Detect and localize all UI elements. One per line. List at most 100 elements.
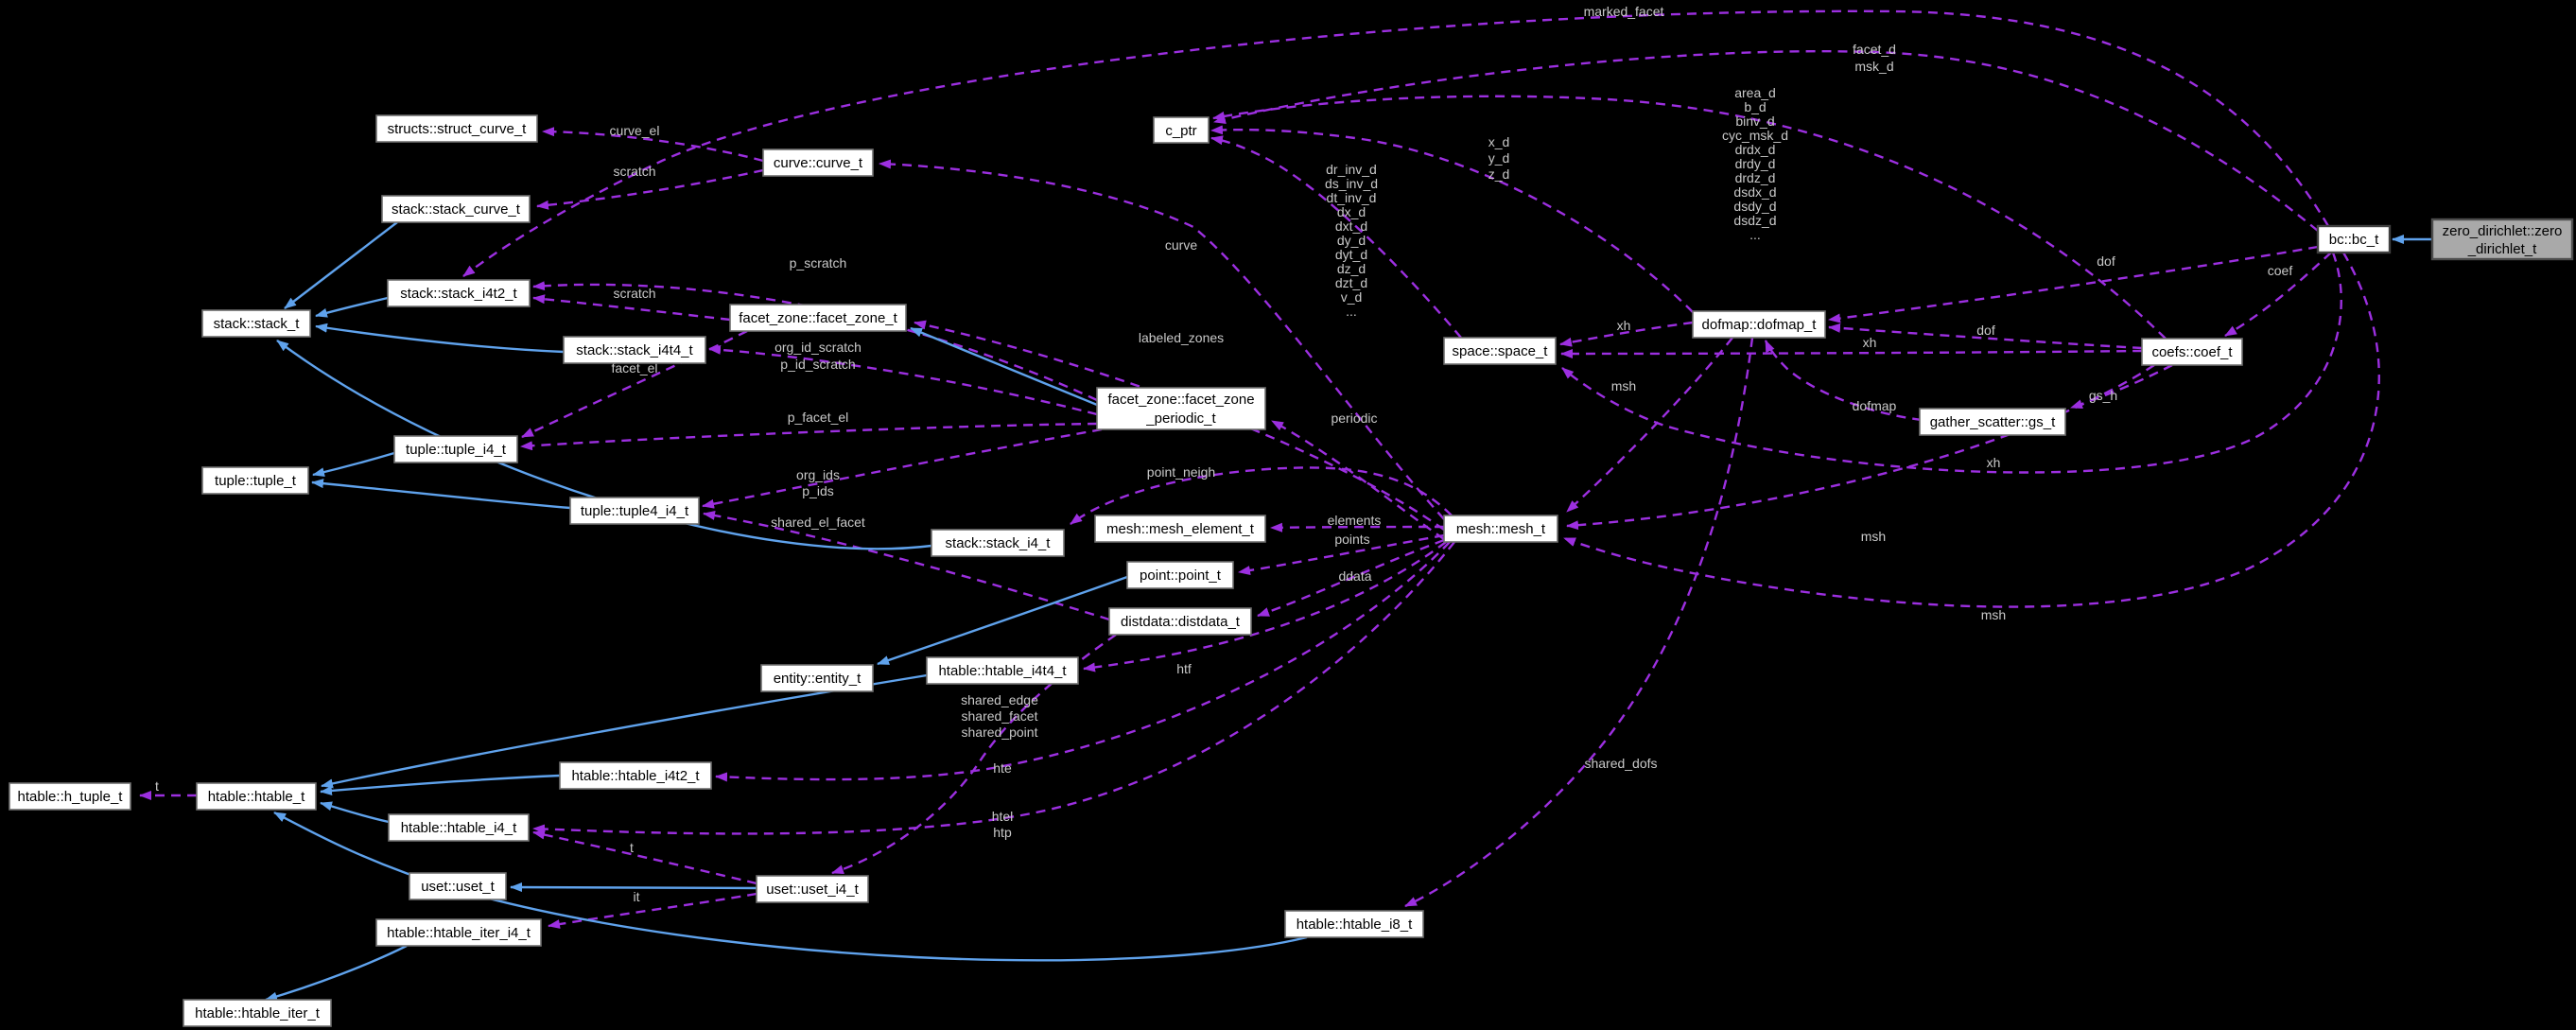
edge-label: p_ids [802,483,833,498]
svg-text:uset::uset_i4_t: uset::uset_i4_t [766,882,859,898]
node-structs-struct-curve-t[interactable]: structs::struct_curve_t [375,114,538,143]
edge-label: scratch [613,164,655,179]
edge-label: ... [1749,227,1761,242]
svg-text:entity::entity_t: entity::entity_t [774,671,862,687]
edge-label: points [1334,532,1369,547]
node-htable-htable-iter-t[interactable]: htable::htable_iter_t [183,999,332,1027]
svg-text:stack::stack_i4t4_t: stack::stack_i4t4_t [576,342,693,358]
edge-mesh-distdata-ddata [1257,538,1445,618]
node-tuple-tuple4-i4-t[interactable]: tuple::tuple4_i4_t [569,497,700,525]
node-uset-uset-t[interactable]: uset::uset_t [409,872,507,900]
edge-label: y_d [1488,150,1510,166]
svg-text:htable::htable_i8_t: htable::htable_i8_t [1297,917,1413,933]
edge-curve-stackcurve-scratch [536,168,764,210]
edge-useti4-usett [510,882,757,893]
svg-text:uset::uset_t: uset::uset_t [421,879,495,895]
node-mesh-mesh-element-t[interactable]: mesh::mesh_element_t [1094,515,1266,543]
node-stack-stack-i4t4-t[interactable]: stack::stack_i4t4_t [563,336,706,364]
edge-label: dr_inv_d [1326,162,1377,177]
node-htable-htable-i8-t[interactable]: htable::htable_i8_t [1284,910,1424,938]
edge-label: ddata [1338,568,1371,584]
edge-label: msh [1861,529,1886,544]
edge-dofmap-mesh-msh [1566,337,1733,513]
edge-i8-htablet [273,811,1308,962]
edge-label: coef [2268,263,2293,278]
svg-text:c_ptr: c_ptr [1165,123,1196,139]
edge-label: shared_el_facet [771,515,865,530]
node-facet-zone-facet-zone-t[interactable]: facet_zone::facet_zone_t [729,304,907,332]
edge-label: scratch [613,286,655,301]
edge-bc-space-xh [1561,252,2342,474]
node-entity-entity-t[interactable]: entity::entity_t [760,664,874,692]
edge-label: curve [1165,237,1197,253]
edge-label: xh [1617,318,1631,333]
edge-label: dx_d [1337,204,1366,219]
svg-text:structs::struct_curve_t: structs::struct_curve_t [388,121,528,137]
edge-label: xh [1987,455,2001,470]
node-coefs-coef-t[interactable]: coefs::coef_t [2141,338,2243,366]
svg-text:tuple::tuple_t: tuple::tuple_t [215,473,297,489]
svg-text:facet_zone::facet_zone_t: facet_zone::facet_zone_t [739,310,897,326]
node-dofmap-dofmap-t[interactable]: dofmap::dofmap_t [1692,310,1826,339]
node-zero-dirichlet-zero-dirichlet-t[interactable]: zero_dirichlet::zero _dirichlet_t [2430,218,2574,261]
edge-label: z_d [1488,166,1510,182]
node-curve-curve-t[interactable]: curve::curve_t [762,148,874,177]
edge-periodic-facetzone [910,326,1098,407]
node-bc-bc-t[interactable]: bc::bc_t [2316,224,2392,254]
edge-label: facet_el [611,360,657,375]
node-c-ptr[interactable]: c_ptr [1153,116,1210,144]
edge-htablei4t2-htablet [320,774,561,795]
edge-label: b_d [1744,99,1766,114]
node-stack-stack-t[interactable]: stack::stack_t [201,309,311,338]
edge-labels: curve_el scratch marked_facet facet_d ms… [155,4,2292,904]
node-mesh-mesh-t[interactable]: mesh::mesh_t [1443,515,1558,543]
edge-label: htf [1176,661,1192,676]
node-point-point-t[interactable]: point::point_t [1126,561,1234,589]
node-stack-stack-i4-t[interactable]: stack::stack_i4_t [931,529,1065,557]
edge-label: periodic [1331,410,1377,426]
node-tuple-tuple-i4-t[interactable]: tuple::tuple_i4_t [393,435,518,463]
edge-bc-dofmap-dof [1828,245,2319,323]
edge-facetzone-tuplei4-facet-el [521,329,748,439]
edge-label: p_id_scratch [780,357,855,372]
svg-text:mesh::mesh_element_t: mesh::mesh_element_t [1106,521,1255,537]
svg-text:htable::htable_iter_i4_t: htable::htable_iter_i4_t [387,925,531,941]
node-stack-stack-curve-t[interactable]: stack::stack_curve_t [381,195,531,223]
svg-text:distdata::distdata_t: distdata::distdata_t [1121,614,1241,630]
node-gather-scatter-gs-t[interactable]: gather_scatter::gs_t [1919,408,2066,436]
usage-edges [139,9,2380,929]
node-htable-htable-i4t2-t[interactable]: htable::htable_i4t2_t [559,761,712,790]
edge-mesh-htablei4-htel-htp [532,541,1455,835]
edge-mesh-curve-curve [879,159,1445,520]
node-distdata-distdata-t[interactable]: distdata::distdata_t [1108,607,1252,636]
node-htable-htable-i4-t[interactable]: htable::htable_i4_t [388,813,530,842]
svg-text:htable::htable_i4t4_t: htable::htable_i4t4_t [938,663,1067,679]
edge-label: drdx_d [1735,142,1776,157]
svg-text:curve::curve_t: curve::curve_t [774,155,863,171]
node-stack-stack-i4t2-t[interactable]: stack::stack_i4t2_t [387,279,531,307]
node-facet-zone-facet-zone-periodic-t[interactable]: facet_zone::facet_zone _periodic_t [1096,387,1266,430]
nodes: structs::struct_curve_t curve::curve_t s… [9,114,2574,1027]
node-htable-htable-t[interactable]: htable::htable_t [196,782,317,811]
edge-label: area_d [1734,85,1776,100]
node-htable-h-tuple-t[interactable]: htable::h_tuple_t [9,782,131,811]
edge-useti4-htablei4-t [532,829,757,885]
edge-label: labeled_zones [1139,330,1224,345]
svg-text:point::point_t: point::point_t [1140,567,1222,584]
edge-gs-dofmap-dofmap [1764,340,1923,422]
node-htable-htable-i4t4-t[interactable]: htable::htable_i4t4_t [926,656,1079,685]
node-uset-uset-i4-t[interactable]: uset::uset_i4_t [756,875,869,903]
edge-label: drdz_d [1735,170,1776,185]
node-tuple-tuple-t[interactable]: tuple::tuple_t [201,466,309,495]
node-space-space-t[interactable]: space::space_t [1443,337,1557,365]
svg-text:htable::htable_iter_t: htable::htable_iter_t [195,1005,321,1021]
svg-text:coefs::coef_t: coefs::coef_t [2151,344,2233,360]
svg-text:tuple::tuple_i4_t: tuple::tuple_i4_t [406,442,507,458]
node-htable-htable-iter-i4-t[interactable]: htable::htable_iter_i4_t [375,918,542,947]
edge-periodic-stacki4t2-p-scratch [532,281,1098,402]
edge-distdata-tuple4-shared-el-facet [703,511,1110,621]
svg-text:_periodic_t: _periodic_t [1145,410,1216,427]
edge-label: dof [2097,253,2115,269]
edge-label: dsdz_d [1733,213,1776,228]
